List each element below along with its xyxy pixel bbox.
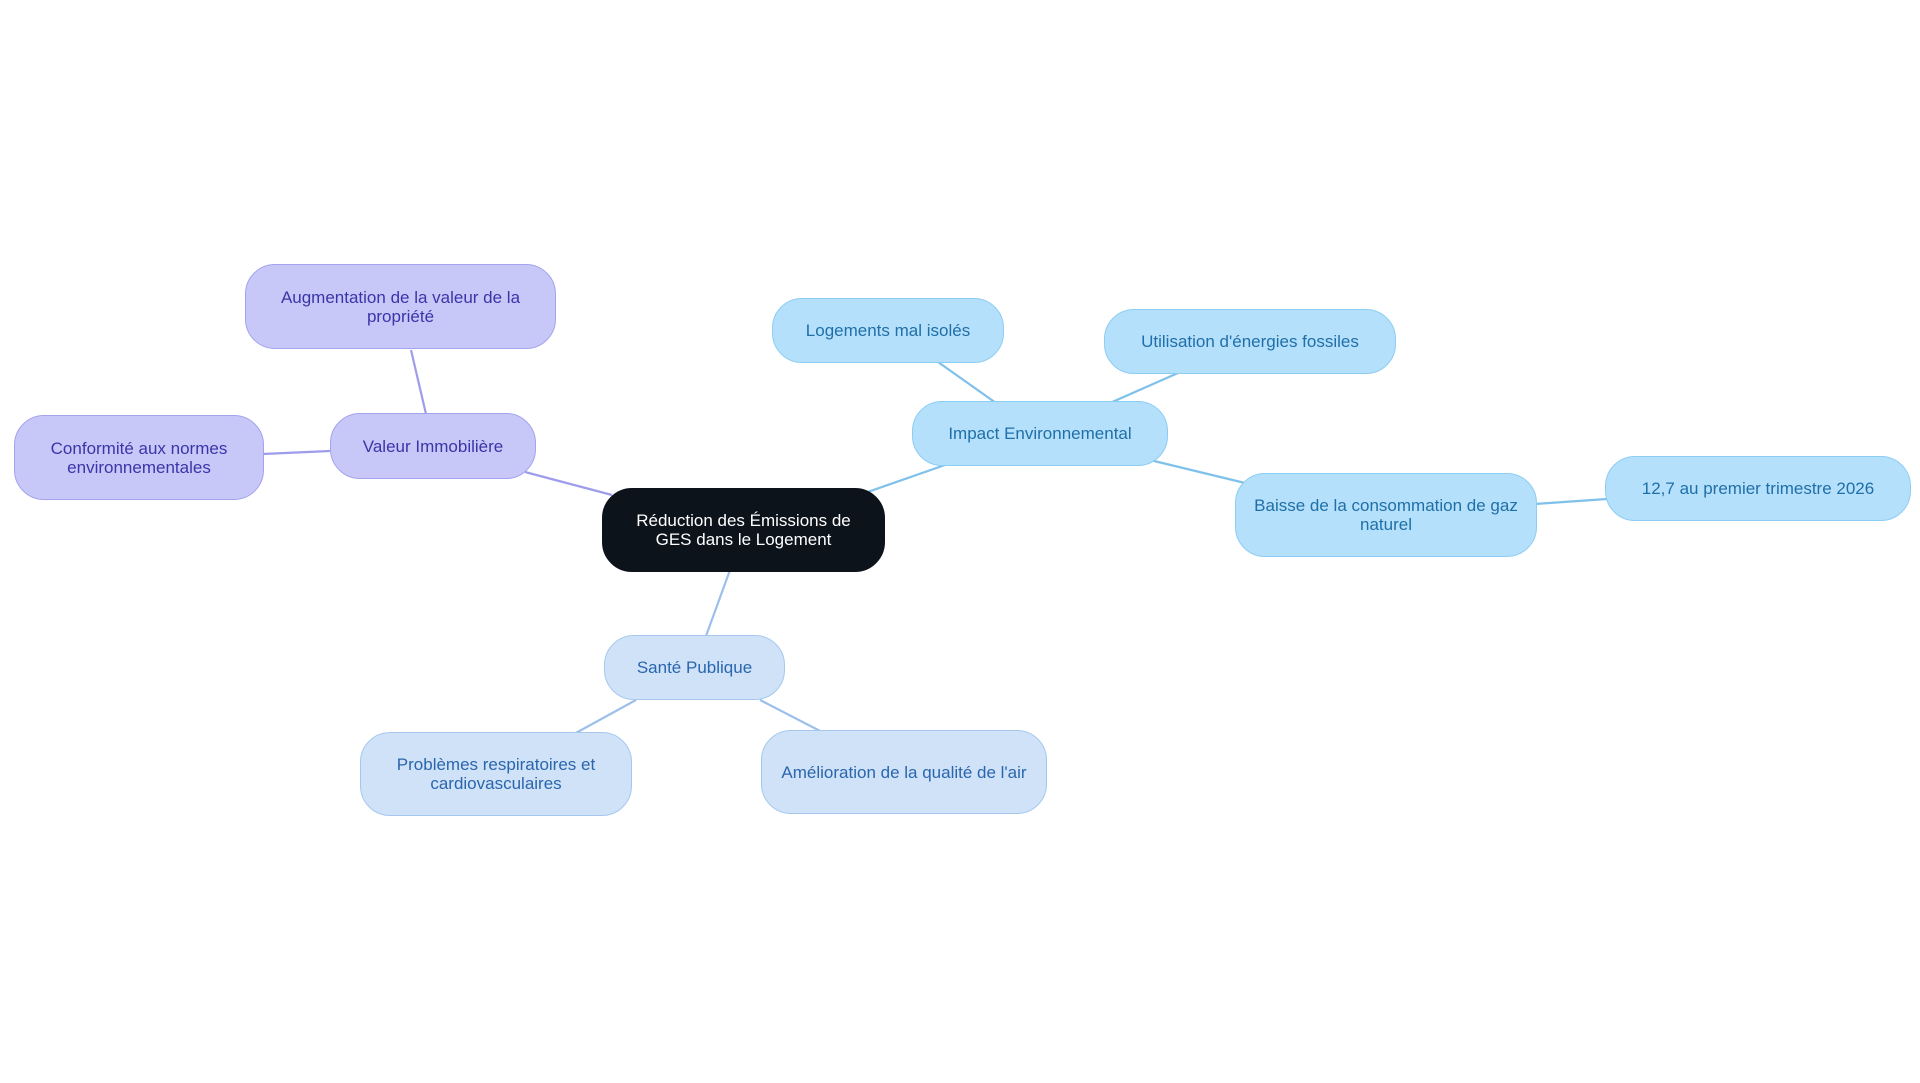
connector-health-air <box>759 699 823 733</box>
environment-branch-node: Impact Environnemental <box>912 401 1168 466</box>
fossil-energy-node: Utilisation d'énergies fossiles <box>1104 309 1396 374</box>
root-node-label: Réduction des Émissions de GES dans le L… <box>636 511 851 549</box>
air-quality-node: Amélioration de la qualité de l'air <box>761 730 1047 814</box>
insulation-node: Logements mal isolés <box>772 298 1004 363</box>
property-branch-label: Valeur Immobilière <box>362 436 504 456</box>
environmental-norms-node-label: Conformité aux normes environnementales <box>50 438 228 477</box>
air-quality-node-label: Amélioration de la qualité de l'air <box>781 762 1027 782</box>
environment-branch-label: Impact Environnemental <box>948 424 1132 443</box>
gas-consumption-node-label: Baisse de la consommation de gaz naturel <box>1254 496 1518 534</box>
health-branch-node: Santé Publique <box>604 635 785 700</box>
fossil-energy-node-label: Utilisation d'énergies fossiles <box>1141 332 1359 351</box>
connector-environment-insulation <box>937 361 997 404</box>
property-value-node: Augmentation de la valeur de la propriét… <box>245 264 556 349</box>
respiratory-node-label: Problèmes respiratoires et cardiovascula… <box>396 755 596 793</box>
property-value-node-label: Augmentation de la valeur de la propriét… <box>280 287 521 326</box>
health-branch-label: Santé Publique <box>636 658 753 677</box>
connector-gas-figure <box>1534 497 1608 506</box>
connector-root-health <box>704 569 732 637</box>
connector-environment-gas <box>1149 458 1246 485</box>
environmental-norms-node: Conformité aux normes environnementales <box>14 415 264 500</box>
connector-health-respiratory <box>573 699 637 735</box>
connector-environment-fossil <box>1109 371 1179 405</box>
insulation-node-label: Logements mal isolés <box>805 321 971 340</box>
property-branch-node: Valeur Immobilière <box>330 413 536 479</box>
connector-property-value <box>409 349 428 415</box>
gas-figure-node-label: 12,7 au premier trimestre 2026 <box>1641 479 1875 498</box>
connector-property-norms <box>262 449 331 456</box>
connector-root-environment <box>861 463 946 496</box>
respiratory-node: Problèmes respiratoires et cardiovascula… <box>360 732 632 816</box>
gas-figure-node: 12,7 au premier trimestre 2026 <box>1605 456 1911 521</box>
connector-root-property <box>524 470 613 497</box>
root-node: Réduction des Émissions de GES dans le L… <box>602 488 885 572</box>
gas-consumption-node: Baisse de la consommation de gaz naturel <box>1235 473 1537 557</box>
